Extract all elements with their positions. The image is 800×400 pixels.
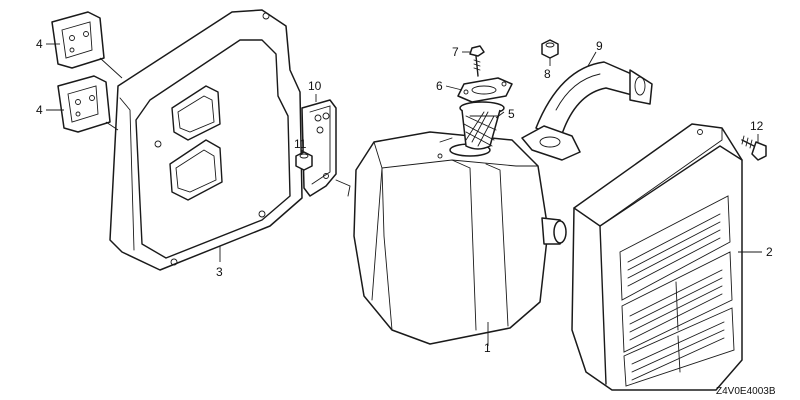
flange-nut xyxy=(295,151,313,171)
muffler-body xyxy=(353,131,567,345)
callout-2: 2 xyxy=(766,245,773,259)
callout-1: 1 xyxy=(484,341,491,355)
callout-7: 7 xyxy=(452,45,459,59)
callout-labels: 1 2 3 4 4 5 6 7 8 9 10 11 12 xyxy=(36,37,773,355)
bolt xyxy=(469,45,485,77)
callout-3: 3 xyxy=(216,265,223,279)
callout-12: 12 xyxy=(750,119,764,133)
callout-10: 10 xyxy=(308,79,322,93)
callout-8: 8 xyxy=(544,67,551,81)
callout-4-upper: 4 xyxy=(36,37,43,51)
callout-5: 5 xyxy=(508,107,515,121)
nut xyxy=(541,39,559,59)
gasket xyxy=(457,77,513,103)
callout-9: 9 xyxy=(596,39,603,53)
protector-plate-lower xyxy=(57,75,111,133)
flange-bolt xyxy=(741,135,767,161)
leader-lines xyxy=(46,43,762,346)
callout-6: 6 xyxy=(436,79,443,93)
muffler-cover xyxy=(571,123,743,391)
callout-4-lower: 4 xyxy=(36,103,43,117)
callout-11: 11 xyxy=(294,137,307,151)
muffler-bracket xyxy=(301,99,351,197)
drawing-code: Z4V0E4003B xyxy=(716,386,776,397)
muffler-protector xyxy=(109,9,303,271)
protector-plate-upper xyxy=(51,11,105,69)
exhaust-pipe xyxy=(521,61,653,161)
spark-arrester-screen xyxy=(459,101,505,150)
